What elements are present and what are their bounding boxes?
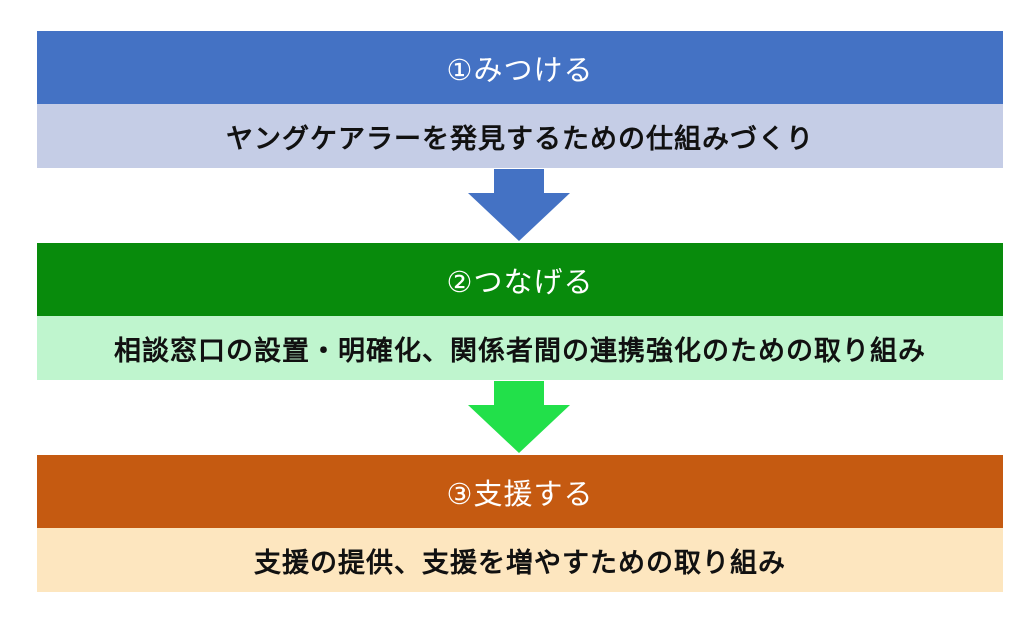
stage-find: ①みつける ヤングケアラーを発見するための仕組みづくり — [37, 31, 1003, 168]
stage-connect: ②つなげる 相談窓口の設置・明確化、関係者間の連携強化のための取り組み — [37, 243, 1003, 380]
stage-find-description: ヤングケアラーを発見するための仕組みづくり — [37, 104, 1003, 168]
down-arrow-shape — [468, 169, 570, 241]
stage-find-header: ①みつける — [37, 31, 1003, 104]
down-arrow-shape — [468, 381, 570, 453]
stage-support-description: 支援の提供、支援を増やすための取り組み — [37, 528, 1003, 592]
down-arrow-icon — [468, 381, 570, 453]
stage-support: ③支援する 支援の提供、支援を増やすための取り組み — [37, 455, 1003, 592]
down-arrow-icon — [468, 169, 570, 241]
stage-support-header: ③支援する — [37, 455, 1003, 528]
stage-connect-description: 相談窓口の設置・明確化、関係者間の連携強化のための取り組み — [37, 316, 1003, 380]
stage-connect-header: ②つなげる — [37, 243, 1003, 316]
